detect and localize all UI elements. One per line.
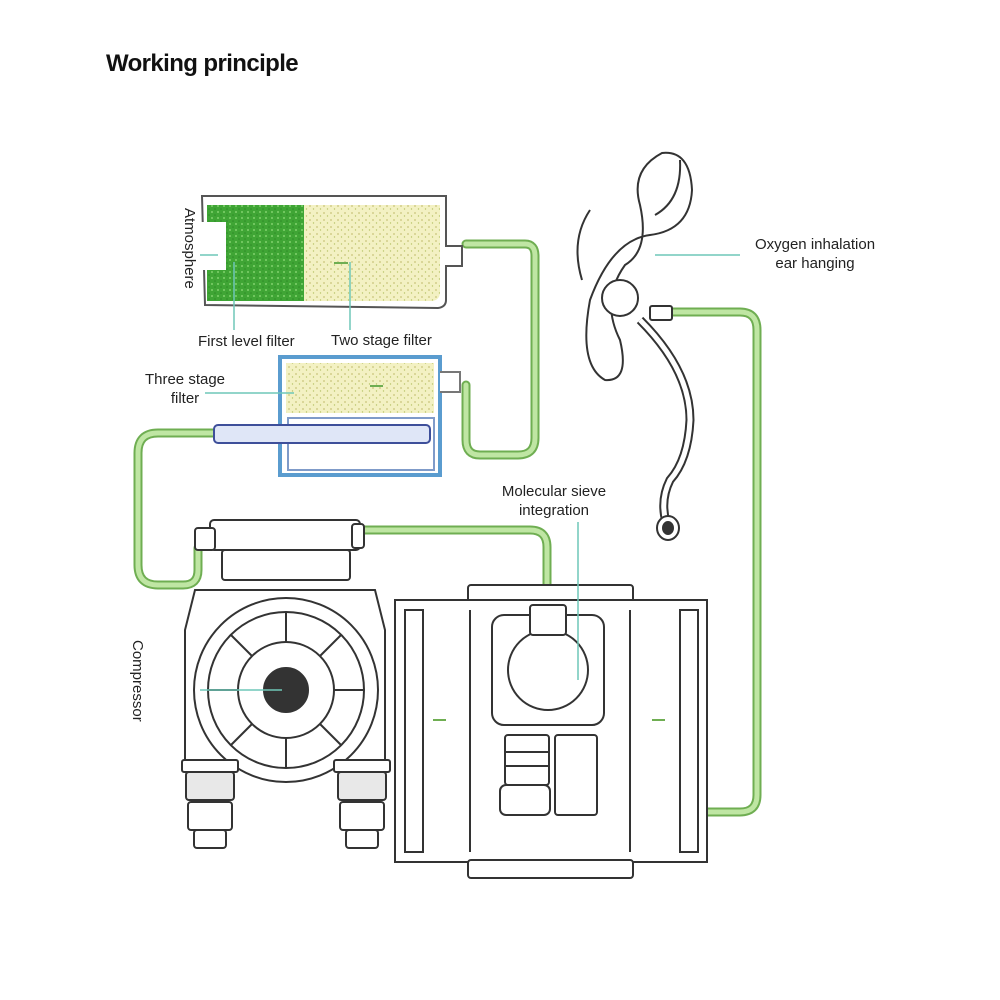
three-stage-filter xyxy=(213,355,461,477)
first-two-stage-filter xyxy=(198,195,463,310)
oxygen-ear-hanging xyxy=(576,151,695,541)
label-three-stage-filter-line2: filter xyxy=(170,390,200,407)
three-stage-filter-outlet-pipe xyxy=(213,424,431,444)
label-three-stage-filter: Three stage filter xyxy=(130,370,240,408)
label-two-stage-filter: Two stage filter xyxy=(331,332,432,349)
label-oxygen-line2: ear hanging xyxy=(775,255,855,272)
diagram-title: Working principle xyxy=(106,50,299,77)
label-oxygen-line1: Oxygen inhalation xyxy=(754,236,876,253)
tube-compressor-to-sieve xyxy=(355,525,552,617)
leader-lines xyxy=(200,254,740,691)
tube-filter-to-three-stage xyxy=(461,239,540,460)
molecular-sieve xyxy=(394,584,708,879)
label-atmosphere: Atmosphere xyxy=(181,208,198,289)
label-three-stage-filter-line1: Three stage xyxy=(144,371,226,388)
two-stage-filter-media xyxy=(304,205,440,301)
compressor xyxy=(181,519,391,849)
label-molecular-sieve-line1: Molecular sieve xyxy=(501,483,607,500)
tube-three-stage-to-compressor xyxy=(133,428,220,590)
label-molecular-sieve-line2: integration xyxy=(518,502,590,519)
label-first-level-filter: First level filter xyxy=(198,333,295,350)
label-molecular-sieve: Molecular sieve integration xyxy=(476,482,632,520)
label-compressor: Compressor xyxy=(129,640,146,722)
label-oxygen-ear-hanging: Oxygen inhalation ear hanging xyxy=(734,235,896,273)
atmosphere-inlet xyxy=(198,222,226,270)
